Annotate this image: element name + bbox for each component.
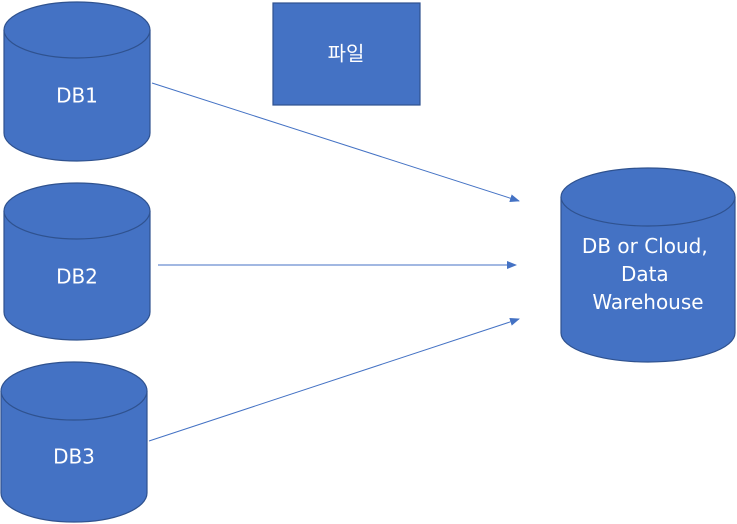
- source-db3-cylinder: DB3: [0, 361, 148, 523]
- file-box: 파일: [272, 2, 421, 106]
- source-db2-cylinder: DB2: [3, 182, 151, 341]
- target-warehouse-label: DB or Cloud, Data Warehouse: [582, 234, 714, 314]
- source-db1-cylinder: DB1: [3, 1, 151, 162]
- target-line-1: DB or Cloud,: [582, 234, 708, 258]
- file-box-label: 파일: [328, 42, 365, 66]
- edge-db3-to-target: [148, 318, 520, 442]
- source-db2-label: DB2: [56, 265, 98, 289]
- source-db1-label: DB1: [56, 84, 98, 108]
- edge-db1-to-target: [151, 82, 520, 203]
- target-warehouse-cylinder: DB or Cloud, Data Warehouse: [560, 167, 736, 363]
- target-line-3: Warehouse: [592, 290, 703, 314]
- target-line-2: Data: [621, 262, 669, 286]
- source-db3-label: DB3: [53, 445, 95, 469]
